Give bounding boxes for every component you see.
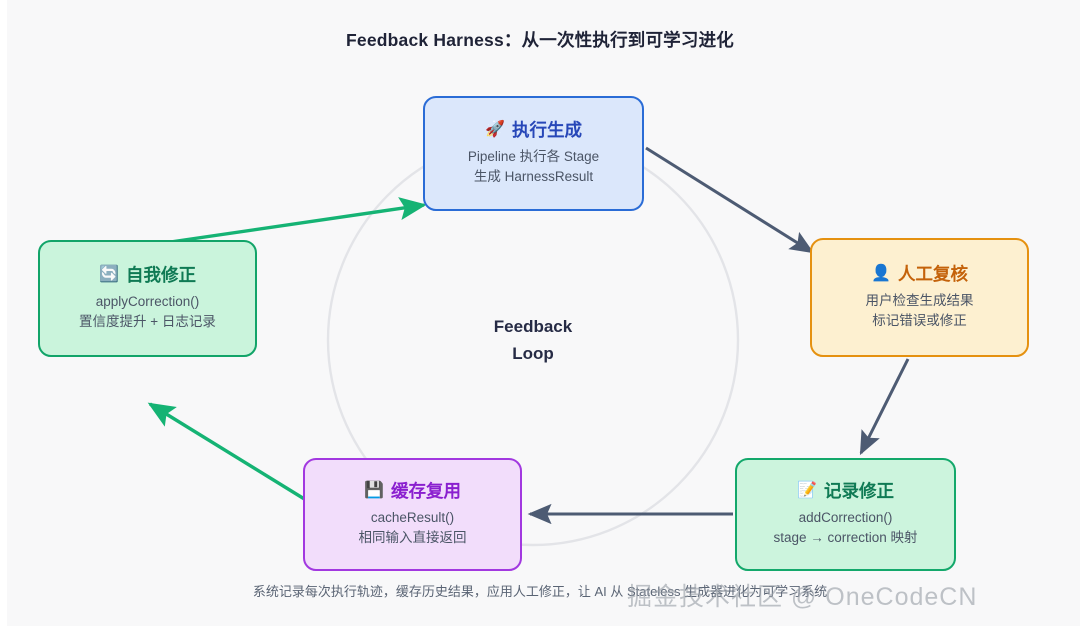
node-cache-title: 💾 缓存复用 [364, 480, 461, 501]
page-title: Feedback Harness：从一次性执行到可学习进化 [346, 30, 734, 50]
node-cache[interactable]: 💾 缓存复用 cacheResult() 相同输入直接返回 [303, 458, 522, 571]
node-record-line2: stage → correction 映射 [773, 529, 918, 545]
node-cache-line2: 相同输入直接返回 [358, 529, 467, 545]
node-fix[interactable]: 🔄 自我修正 applyCorrection() 置信度提升 + 日志记录 [38, 240, 257, 357]
center-label-line2: Loop [512, 344, 554, 364]
footer-caption: 系统记录每次执行轨迹，缓存历史结果，应用人工修正，让 AI 从 Stateles… [252, 584, 828, 599]
node-fix-line1: applyCorrection() [95, 294, 200, 310]
node-cache-line1: cacheResult() [370, 510, 455, 526]
node-record[interactable]: 📝 记录修正 addCorrection() stage → correctio… [735, 458, 956, 571]
node-exec-title: 🚀 执行生成 [485, 119, 582, 140]
edge-review-to-record [859, 358, 910, 456]
node-review-title-text: 人工复核 [897, 263, 968, 284]
center-label-line1: Feedback [493, 317, 573, 336]
edge-fix-to-exec [142, 197, 427, 248]
node-cache-title-text: 缓存复用 [390, 480, 461, 501]
memo-icon: 📝 [797, 482, 817, 500]
node-record-line1: addCorrection() [798, 510, 893, 526]
node-review-line1: 用户检查生成结果 [865, 293, 974, 309]
floppy-disk-icon: 💾 [364, 482, 384, 500]
node-record-title: 📝 记录修正 [797, 480, 894, 501]
edge-cache-to-fix [147, 402, 307, 502]
node-exec-line1: Pipeline 执行各 Stage [467, 149, 600, 165]
node-review[interactable]: 👤 人工复核 用户检查生成结果 标记错误或修正 [810, 238, 1029, 357]
edge-exec-to-review [645, 146, 815, 254]
node-review-line2: 标记错误或修正 [872, 312, 967, 328]
node-fix-title: 🔄 自我修正 [99, 264, 196, 285]
node-review-title: 👤 人工复核 [871, 263, 968, 284]
center-label: Feedback Loop [453, 313, 613, 367]
node-fix-line2: 置信度提升 + 日志记录 [79, 313, 216, 329]
node-exec[interactable]: 🚀 执行生成 Pipeline 执行各 Stage 生成 HarnessResu… [423, 96, 644, 211]
node-fix-title-text: 自我修正 [125, 264, 196, 285]
left-gutter [0, 0, 7, 626]
node-exec-title-text: 执行生成 [511, 119, 582, 140]
rocket-icon: 🚀 [485, 121, 505, 139]
node-exec-line2: 生成 HarnessResult [473, 168, 594, 184]
refresh-icon: 🔄 [99, 266, 119, 284]
person-icon: 👤 [871, 265, 891, 283]
node-record-title-text: 记录修正 [823, 480, 894, 501]
